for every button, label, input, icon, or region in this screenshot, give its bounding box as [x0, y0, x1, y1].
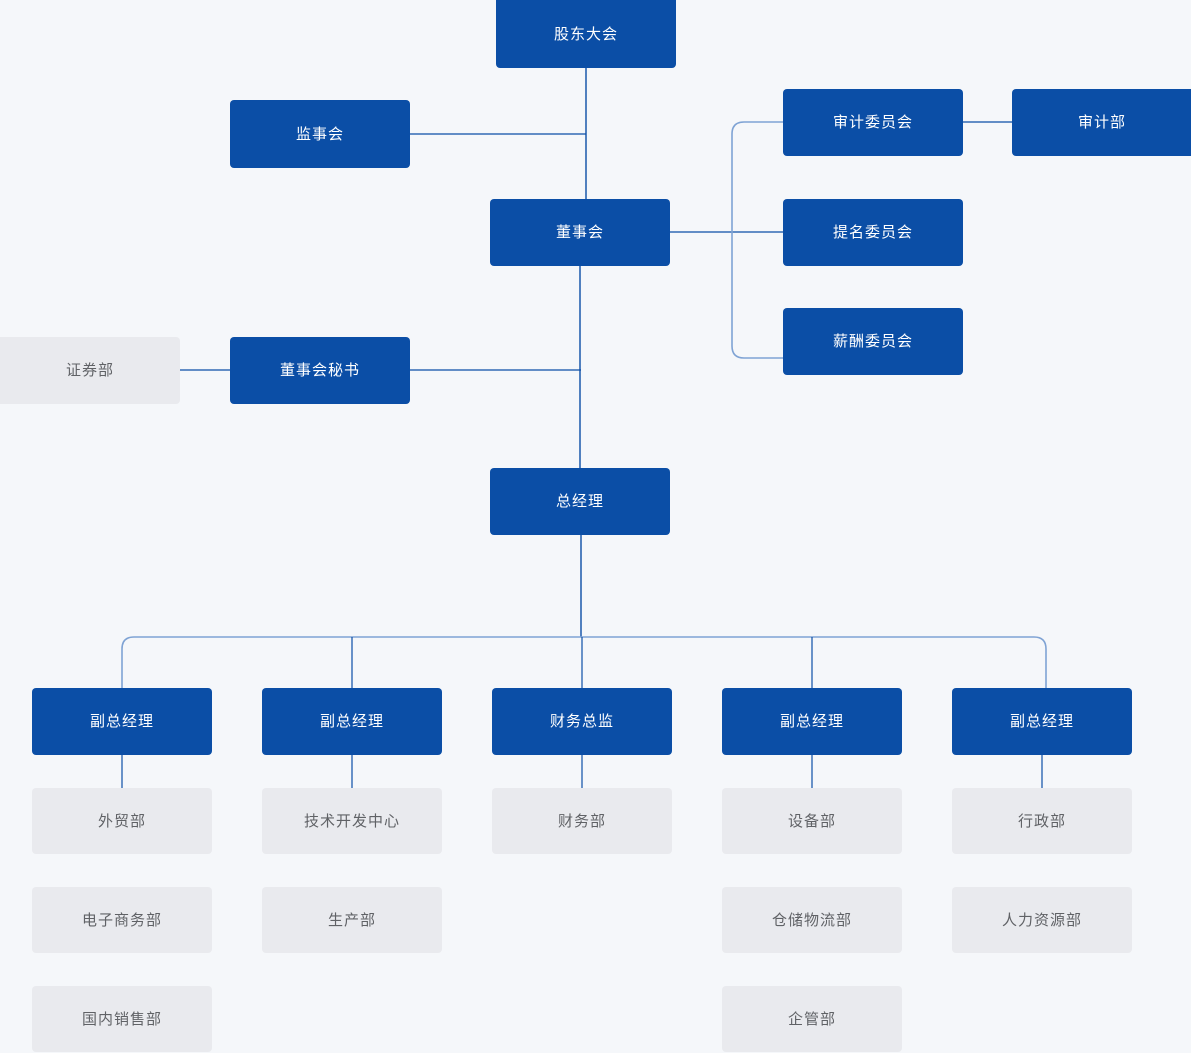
node-label: 审计部	[1077, 114, 1126, 131]
node-deputy-general-manager-2[interactable]: 副总经理	[262, 688, 442, 755]
node-label: 董事会秘书	[279, 362, 360, 379]
node-label: 电子商务部	[81, 911, 162, 929]
node-remuneration-committee[interactable]: 薪酬委员会	[783, 308, 963, 375]
node-warehouse-logistics-department[interactable]: 仓储物流部	[722, 887, 902, 953]
node-label: 副总经理	[89, 713, 154, 730]
node-label: 总经理	[555, 493, 604, 510]
node-technology-development-center[interactable]: 技术开发中心	[262, 788, 442, 854]
node-enterprise-management-department[interactable]: 企管部	[722, 986, 902, 1052]
node-ecommerce-department[interactable]: 电子商务部	[32, 887, 212, 953]
node-label: 仓储物流部	[771, 911, 852, 929]
node-label: 企管部	[787, 1010, 836, 1028]
node-audit-department[interactable]: 审计部	[1012, 89, 1191, 156]
node-label: 提名委员会	[832, 224, 913, 241]
committee-bus-rounded	[731, 121, 783, 359]
node-foreign-trade-department[interactable]: 外贸部	[32, 788, 212, 854]
node-label: 设备部	[787, 812, 836, 830]
node-label: 生产部	[327, 911, 376, 929]
node-board-secretary[interactable]: 董事会秘书	[230, 337, 410, 404]
node-cfo[interactable]: 财务总监	[492, 688, 672, 755]
node-label: 人力资源部	[1001, 911, 1082, 929]
node-label: 监事会	[295, 125, 344, 143]
node-label: 副总经理	[319, 713, 384, 730]
node-label: 财务总监	[549, 713, 614, 730]
node-label: 技术开发中心	[303, 812, 400, 830]
node-domestic-sales-department[interactable]: 国内销售部	[32, 986, 212, 1052]
node-securities-department[interactable]: 证券部	[0, 337, 180, 404]
node-finance-department[interactable]: 财务部	[492, 788, 672, 854]
node-label: 审计委员会	[832, 114, 913, 131]
node-audit-committee[interactable]: 审计委员会	[783, 89, 963, 156]
node-label: 国内销售部	[81, 1010, 162, 1028]
node-label: 外贸部	[97, 812, 146, 830]
node-label: 董事会	[555, 224, 604, 241]
node-label: 财务部	[557, 812, 606, 830]
node-general-manager[interactable]: 总经理	[490, 468, 670, 535]
node-supervisory-board[interactable]: 监事会	[230, 100, 410, 168]
node-label: 副总经理	[1009, 713, 1074, 730]
node-deputy-general-manager-1[interactable]: 副总经理	[32, 688, 212, 755]
node-label: 薪酬委员会	[832, 333, 913, 350]
node-production-department[interactable]: 生产部	[262, 887, 442, 953]
node-label: 股东大会	[553, 25, 618, 43]
node-equipment-department[interactable]: 设备部	[722, 788, 902, 854]
node-board-of-directors[interactable]: 董事会	[490, 199, 670, 266]
node-nomination-committee[interactable]: 提名委员会	[783, 199, 963, 266]
node-deputy-general-manager-4[interactable]: 副总经理	[952, 688, 1132, 755]
node-label: 行政部	[1017, 812, 1066, 830]
node-human-resources-department[interactable]: 人力资源部	[952, 887, 1132, 953]
node-label: 副总经理	[779, 713, 844, 730]
node-label: 证券部	[65, 362, 114, 379]
node-administration-department[interactable]: 行政部	[952, 788, 1132, 854]
gm-bus-rounded	[121, 636, 1047, 688]
node-shareholders-meeting[interactable]: 股东大会	[496, 0, 676, 68]
node-deputy-general-manager-3[interactable]: 副总经理	[722, 688, 902, 755]
